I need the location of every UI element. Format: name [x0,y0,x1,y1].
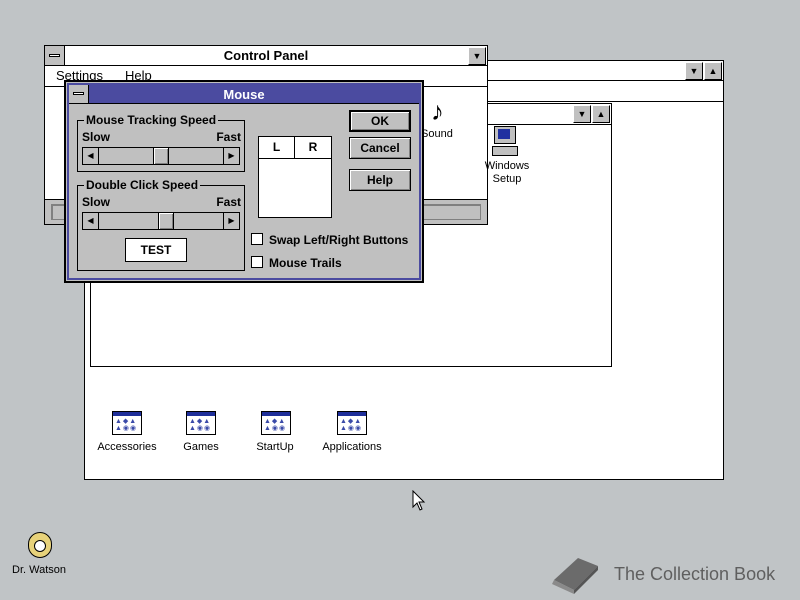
group-icon-startup[interactable]: ▲◆▲▲◉◉ StartUp [245,409,305,457]
program-group-icon: ▲◆▲▲◉◉ [186,411,216,435]
menu-help[interactable]: Help [125,68,152,83]
group-icon-accessories[interactable]: ▲◆▲▲◉◉ Accessories [95,409,159,457]
icon-label: Dr. Watson [12,564,66,576]
tracking-speed-slider[interactable]: ◀ ▶ [82,147,240,165]
watermark: The Collection Book [548,552,798,596]
dr-watson-icon [26,530,54,560]
slider-thumb[interactable] [153,148,169,164]
mouse-button-diagram: L R [258,136,332,218]
cancel-button[interactable]: Cancel [349,137,411,159]
group-icon-label: Games [183,441,219,453]
double-click-speed-group: Double Click Speed Slow Fast ◀ ▶ TEST [77,178,245,271]
control-icon-sound[interactable]: ♪ Sound [415,96,475,144]
test-label: TEST [140,243,172,257]
icon-label: Sound [421,128,453,140]
right-button-indicator: R [295,137,331,159]
program-group-icon: ▲◆▲▲◉◉ [337,411,367,435]
double-click-speed-slider[interactable]: ◀ ▶ [82,212,240,230]
fast-label: Fast [216,130,241,144]
swap-buttons-checkbox[interactable] [251,233,263,245]
control-menu-box[interactable] [45,46,65,65]
group-label: Mouse Tracking Speed [84,113,219,127]
dialog-control-menu-box[interactable] [69,85,89,103]
control-panel-titlebar[interactable]: Control Panel [45,46,487,66]
window-title: Control Panel [223,48,309,63]
slow-label: Slow [82,195,111,209]
maximize-button[interactable]: ▲ [704,62,722,80]
slow-label: Slow [82,130,111,144]
group-icon-games[interactable]: ▲◆▲▲◉◉ Games [171,409,231,457]
ok-button[interactable]: OK [349,110,411,132]
left-button-indicator: L [259,137,295,159]
slider-thumb[interactable] [158,213,175,229]
group-icon-label: Applications [322,441,382,453]
swap-buttons-label[interactable]: Swap Left/Right Buttons [269,233,409,247]
program-group-icon: ▲◆▲▲◉◉ [261,411,291,435]
mouse-dialog-titlebar[interactable]: Mouse [69,85,419,104]
fast-label: Fast [216,195,241,209]
tracking-speed-group: Mouse Tracking Speed Slow Fast ◀ ▶ [77,113,245,172]
watermark-text: The Collection Book [614,564,776,584]
computer-icon [492,126,518,156]
group-icon-label: Accessories [97,441,157,453]
scroll-right-arrow[interactable]: ▶ [223,148,239,164]
test-area[interactable]: TEST [125,238,187,262]
dialog-title: Mouse [223,87,265,102]
mouse-dialog: Mouse Mouse Tracking Speed Slow Fast ◀ ▶… [64,80,424,283]
icon-label: Windows Setup [484,160,530,185]
minimize-button[interactable]: ▼ [468,47,486,65]
group-maximize-button[interactable]: ▲ [592,105,610,123]
mouse-cursor [412,489,426,515]
minimize-button[interactable]: ▼ [685,62,703,80]
group-label: Double Click Speed [84,178,201,192]
group-icon-label: StartUp [256,441,294,453]
scroll-left-arrow[interactable]: ◀ [83,148,99,164]
scroll-left-arrow[interactable]: ◀ [83,213,99,229]
menu-settings[interactable]: Settings [56,68,103,83]
program-group-icon: ▲◆▲▲◉◉ [112,411,142,435]
sound-icon: ♪ [431,96,444,126]
scroll-right-arrow[interactable]: ▶ [223,213,239,229]
mouse-trails-checkbox[interactable] [251,256,263,268]
dr-watson-desktop-icon[interactable]: Dr. Watson [6,528,72,578]
mouse-trails-label[interactable]: Mouse Trails [269,256,342,270]
book-icon [552,558,598,594]
control-icon-windows-setup[interactable]: Windows Setup [484,126,530,188]
group-minimize-button[interactable]: ▼ [573,105,591,123]
help-button[interactable]: Help [349,169,411,191]
group-icon-applications[interactable]: ▲◆▲▲◉◉ Applications [317,409,387,457]
